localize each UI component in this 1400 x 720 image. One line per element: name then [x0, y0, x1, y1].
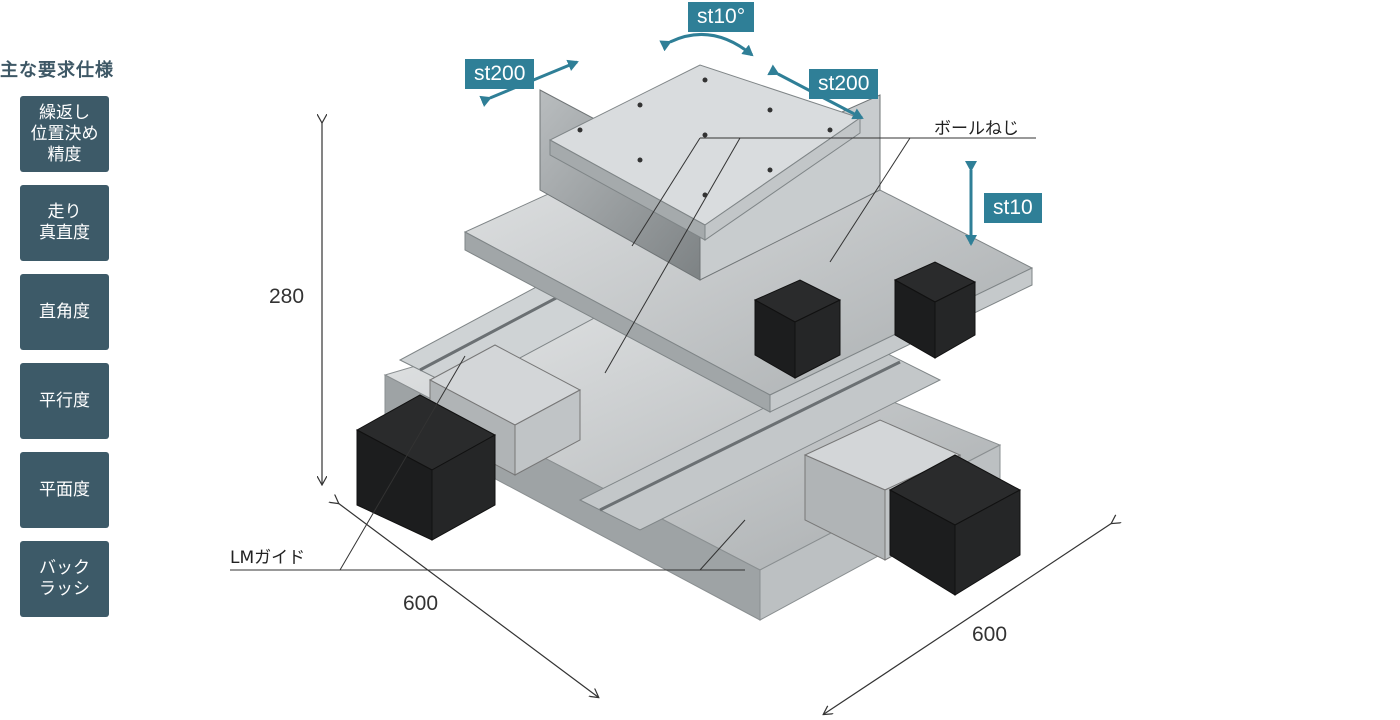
ball-screw-leaders	[604, 137, 1036, 374]
dimension-width-line	[824, 523, 1112, 714]
spec-panel-title: 主な要求仕様	[0, 60, 114, 81]
spec-item-flatness: 平面度	[20, 452, 109, 528]
motor-left	[355, 394, 497, 541]
motor-upper-right	[893, 261, 977, 359]
dimension-width-label: 600	[972, 623, 1008, 646]
spec-item-squareness: 直角度	[20, 274, 109, 350]
ball-screw-label: ボールねじ	[934, 119, 1019, 139]
lm-guide-leaders	[230, 355, 746, 571]
spec-item-straightness: 走り 真直度	[20, 185, 109, 261]
left-linear-stroke-tag: st200	[465, 59, 535, 89]
rotation-stroke-tag: st10°	[688, 2, 755, 32]
lm-guide-label: LMガイド	[230, 548, 306, 568]
spec-item-repeatability: 繰返し 位置決め 精度	[20, 96, 109, 172]
right-linear-stroke-tag: st200	[809, 69, 879, 99]
vertical-stroke-tag: st10	[984, 193, 1042, 223]
spec-item-parallelism: 平行度	[20, 363, 109, 439]
motor-upper-left	[753, 279, 842, 379]
spec-item-backlash: バック ラッシ	[20, 541, 109, 617]
dimension-depth-line	[338, 503, 598, 697]
motor-right	[888, 454, 1022, 596]
dimension-height-label: 280	[269, 285, 305, 308]
rotation-arrow	[659, 32, 754, 57]
dimension-depth-label: 600	[403, 592, 439, 615]
